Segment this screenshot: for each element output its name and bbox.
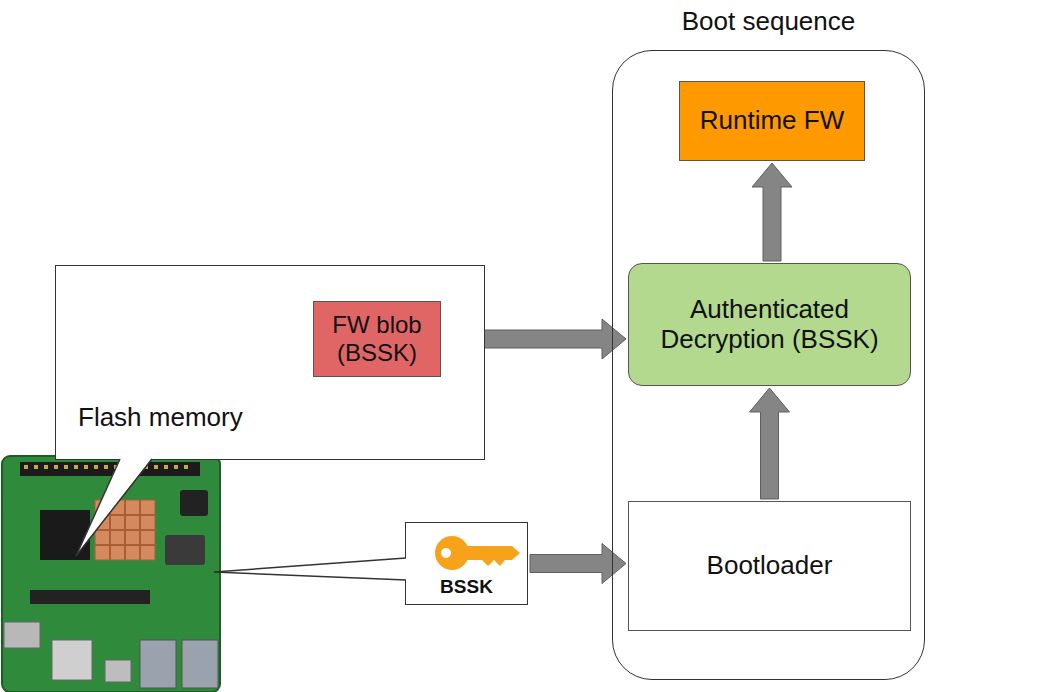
boot-sequence-frame: Boot sequenceRuntime FWAuthenticated Dec…	[612, 50, 925, 680]
process-box: Authenticated Decryption (BSSK)	[628, 263, 911, 386]
process-box: Bootloader	[628, 501, 911, 631]
process-box: Runtime FW	[679, 81, 865, 161]
node-label: BSSK	[406, 576, 527, 598]
node-label: Runtime FW	[700, 106, 844, 136]
block-arrow	[752, 163, 792, 261]
node-label: Bootloader	[707, 551, 833, 581]
node-label: Flash memory	[78, 403, 243, 433]
node-label: Boot sequence	[613, 7, 924, 37]
key-callout: BSSK	[405, 522, 528, 605]
flash-callout: Flash memory FW blob (BSSK)	[55, 265, 485, 460]
block-arrow	[750, 388, 790, 499]
node-label: Authenticated Decryption (BSSK)	[639, 295, 900, 355]
firmware-blob: FW blob (BSSK)	[313, 301, 441, 376]
node-label: FW blob (BSSK)	[324, 311, 430, 366]
